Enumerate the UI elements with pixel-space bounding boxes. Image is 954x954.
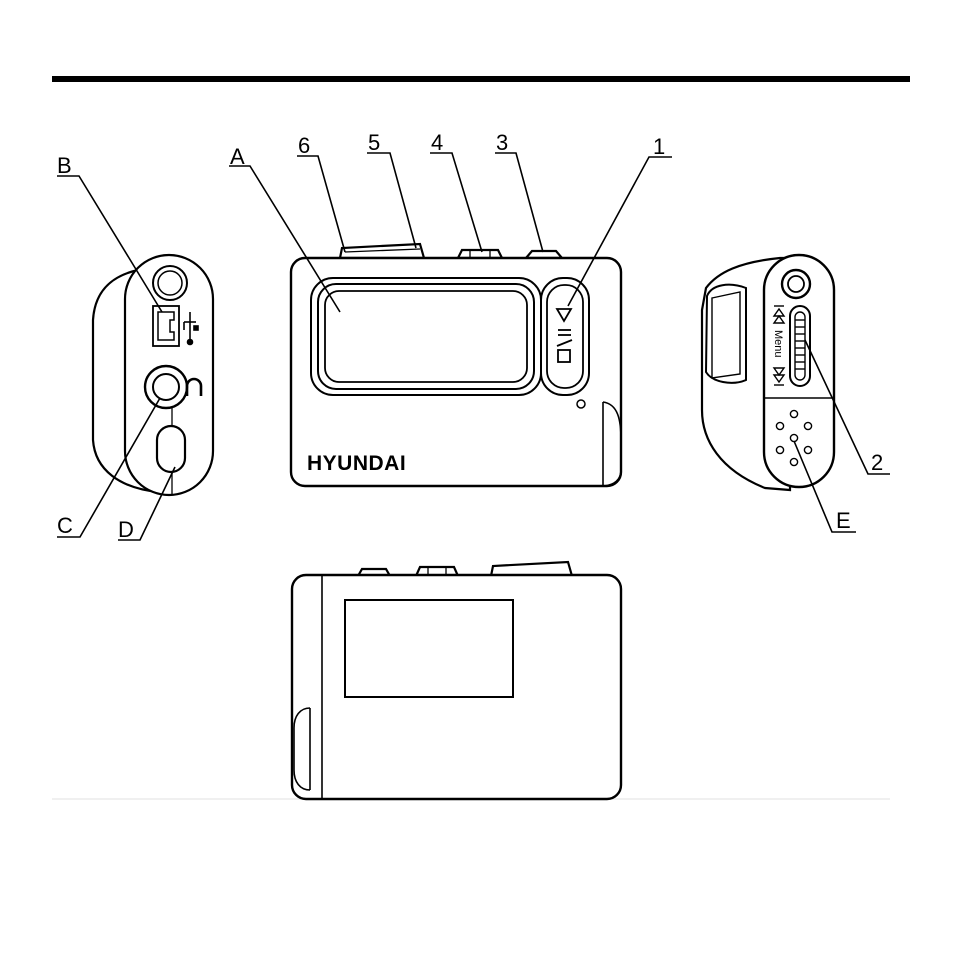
headphone-jack [145, 366, 187, 408]
front-view: HYUNDAI [291, 244, 621, 486]
screen [325, 291, 527, 382]
menu-label: Menu [772, 330, 784, 358]
left-side-view [93, 255, 213, 495]
callout-3: 3 [496, 130, 508, 155]
jog-wheel[interactable] [795, 312, 805, 380]
callout-2: 2 [871, 450, 883, 475]
callout-5: 5 [368, 130, 380, 155]
strap-slot [157, 426, 185, 472]
right-side-view: Menu [702, 255, 834, 490]
callout-1: 1 [653, 134, 665, 159]
back-label-area [345, 600, 513, 697]
back-view [292, 562, 621, 799]
callout-6: 6 [298, 133, 310, 158]
brand-logo: HYUNDAI [307, 452, 406, 475]
callout-4: 4 [431, 130, 443, 155]
header-rule [52, 76, 910, 82]
indicator-led [577, 400, 585, 408]
callout-A: A [230, 144, 245, 169]
callout-C: C [57, 513, 73, 538]
callout-E: E [836, 508, 851, 533]
callout-D: D [118, 517, 134, 542]
callout-B: B [57, 153, 72, 178]
